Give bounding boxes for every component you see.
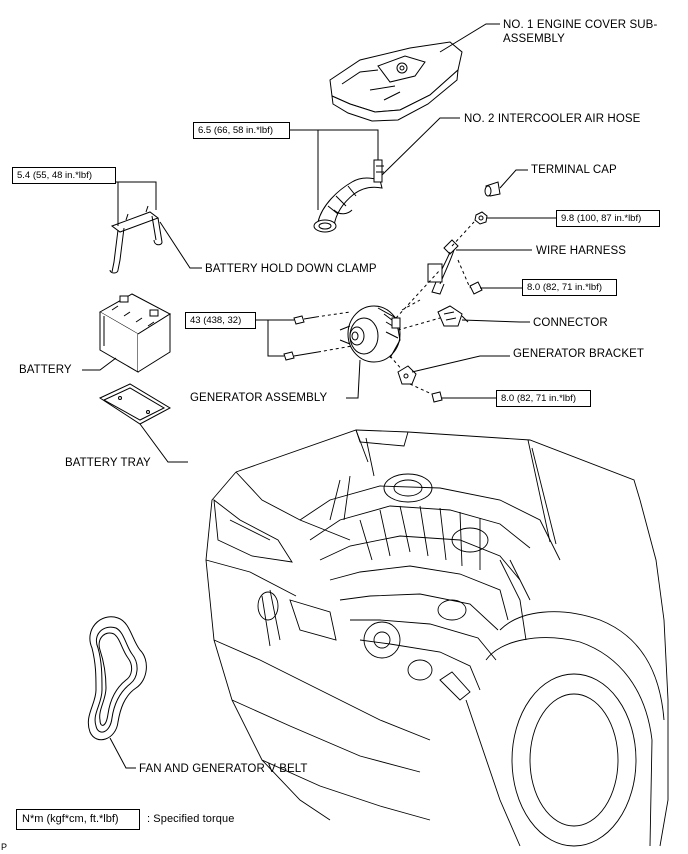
intercooler-hose-label: NO. 2 INTERCOOLER AIR HOSE — [464, 113, 641, 125]
v-belt-drawing — [88, 617, 146, 740]
generator-bracket-drawing — [398, 366, 416, 384]
bracket-bolt-torque-box: 8.0 (82, 71 in.*lbf) — [496, 390, 591, 407]
battery-tray-label: BATTERY TRAY — [65, 457, 151, 469]
connector-drawing — [438, 306, 468, 326]
wire-harness-label: WIRE HARNESS — [536, 245, 627, 257]
engine-cover-leader — [440, 24, 500, 52]
generator-assembly-label: GENERATOR ASSEMBLY — [190, 392, 328, 404]
wire-harness-drawing — [428, 240, 458, 294]
v-belt-leader — [110, 738, 136, 768]
battery-leader — [82, 358, 116, 370]
bracket-bolt-drawing — [432, 392, 442, 402]
battery-clamp-torque-leader — [116, 182, 156, 226]
harness-bolt-torque-box: 8.0 (82, 71 in.*lbf) — [522, 279, 617, 296]
battery-drawing — [100, 294, 170, 372]
battery-label: BATTERY — [19, 364, 72, 376]
generator-bracket-label: GENERATOR BRACKET — [513, 348, 644, 360]
terminal-nut-drawing — [475, 212, 487, 224]
battery-tray-drawing — [100, 384, 170, 424]
v-belt-label: FAN AND GENERATOR V BELT — [139, 763, 308, 775]
hose-torque-leader — [290, 130, 378, 210]
generator-bolt-upper — [294, 316, 316, 324]
generator-bolt-lower — [284, 352, 318, 360]
battery-tray-leader — [140, 424, 188, 462]
battery-clamp-leader — [160, 222, 202, 268]
vehicle-engine-bay-drawing — [206, 430, 668, 846]
torque-legend-box: N*m (kgf*cm, ft.*lbf) — [16, 809, 140, 830]
generator-drawing — [340, 306, 400, 362]
battery-clamp-label: BATTERY HOLD DOWN CLAMP — [205, 263, 377, 275]
terminal-cap-label: TERMINAL CAP — [531, 164, 617, 176]
generator-bolts-torque-box: 43 (438, 32) — [185, 312, 256, 329]
connector-label: CONNECTOR — [533, 317, 608, 329]
dashed-guide-lines — [316, 222, 474, 396]
hose-clamp-torque-box: 6.5 (66, 58 in.*lbf) — [193, 122, 290, 139]
terminal-cap-drawing — [485, 182, 500, 196]
terminal-nut-torque-box: 9.8 (100, 87 in.*lbf) — [556, 210, 660, 227]
harness-bolt-drawing — [470, 282, 482, 294]
connector-leader — [462, 320, 530, 322]
generator-assembly-leader — [346, 360, 360, 398]
terminal-cap-leader — [500, 170, 528, 188]
generator-bracket-leader — [412, 356, 510, 372]
corner-mark: P — [1, 842, 8, 852]
engine-cover-label-line2: ASSEMBLY — [503, 33, 565, 45]
battery-clamp-torque-box: 5.4 (55, 48 in.*lbf) — [12, 167, 116, 184]
engine-cover-drawing — [330, 42, 462, 121]
battery-clamp-drawing — [110, 206, 162, 273]
generator-torque-leader — [256, 320, 294, 356]
engine-cover-label: NO. 1 ENGINE COVER SUB- — [503, 19, 658, 31]
intercooler-hose-drawing — [314, 160, 384, 232]
intercooler-hose-leader — [382, 118, 460, 175]
torque-legend-description: : Specified torque — [147, 813, 235, 825]
